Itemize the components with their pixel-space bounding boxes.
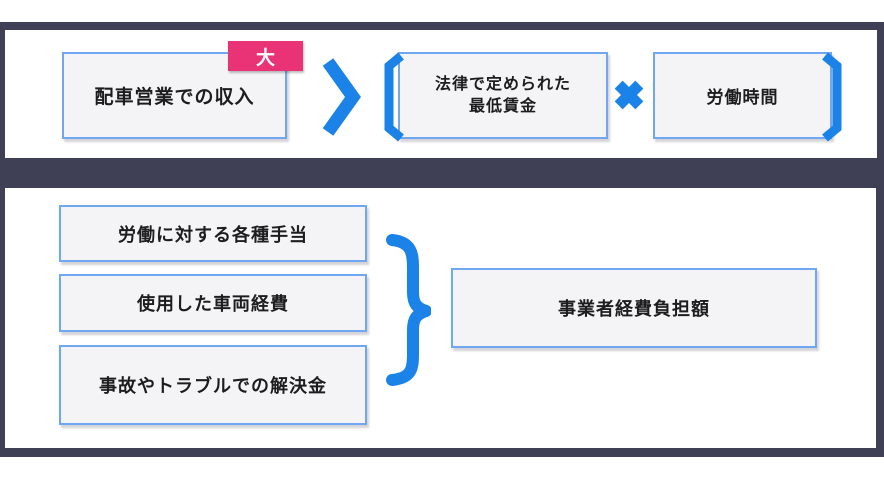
minimum-wage-box: 法律で定められた 最低賃金 xyxy=(398,52,608,139)
operator-expense-label: 事業者経費負担額 xyxy=(558,299,710,319)
minimum-wage-label: 法律で定められた 最低賃金 xyxy=(435,74,571,118)
accident-settlement-label: 事故やトラブルでの解決金 xyxy=(99,376,327,396)
greater-than-icon xyxy=(322,57,362,137)
size-tag-badge: 大 xyxy=(228,41,303,71)
panel-separator xyxy=(0,166,884,180)
operator-expense-box: 事業者経費負担額 xyxy=(451,268,817,348)
vehicle-expense-box: 使用した車両経費 xyxy=(59,274,367,332)
bracket-close-icon xyxy=(822,52,844,142)
income-label: 配車営業での収入 xyxy=(94,87,255,108)
curly-brace-right-icon xyxy=(385,232,431,388)
allowance-label: 労働に対する各種手当 xyxy=(118,224,308,245)
income-box: 配車営業での収入 xyxy=(62,52,287,139)
bracket-open-icon xyxy=(382,52,404,142)
working-hours-label: 労働時間 xyxy=(706,88,779,107)
vehicle-expense-label: 使用した車両経費 xyxy=(137,294,289,314)
allowance-box: 労働に対する各種手当 xyxy=(59,205,367,262)
accident-settlement-box: 事故やトラブルでの解決金 xyxy=(59,345,367,425)
size-tag-label: 大 xyxy=(255,47,275,69)
minimum-wage-line1: 法律で定められた xyxy=(434,75,571,93)
multiply-icon xyxy=(613,79,645,111)
minimum-wage-line2: 最低賃金 xyxy=(468,97,537,115)
working-hours-box: 労働時間 xyxy=(653,52,832,139)
